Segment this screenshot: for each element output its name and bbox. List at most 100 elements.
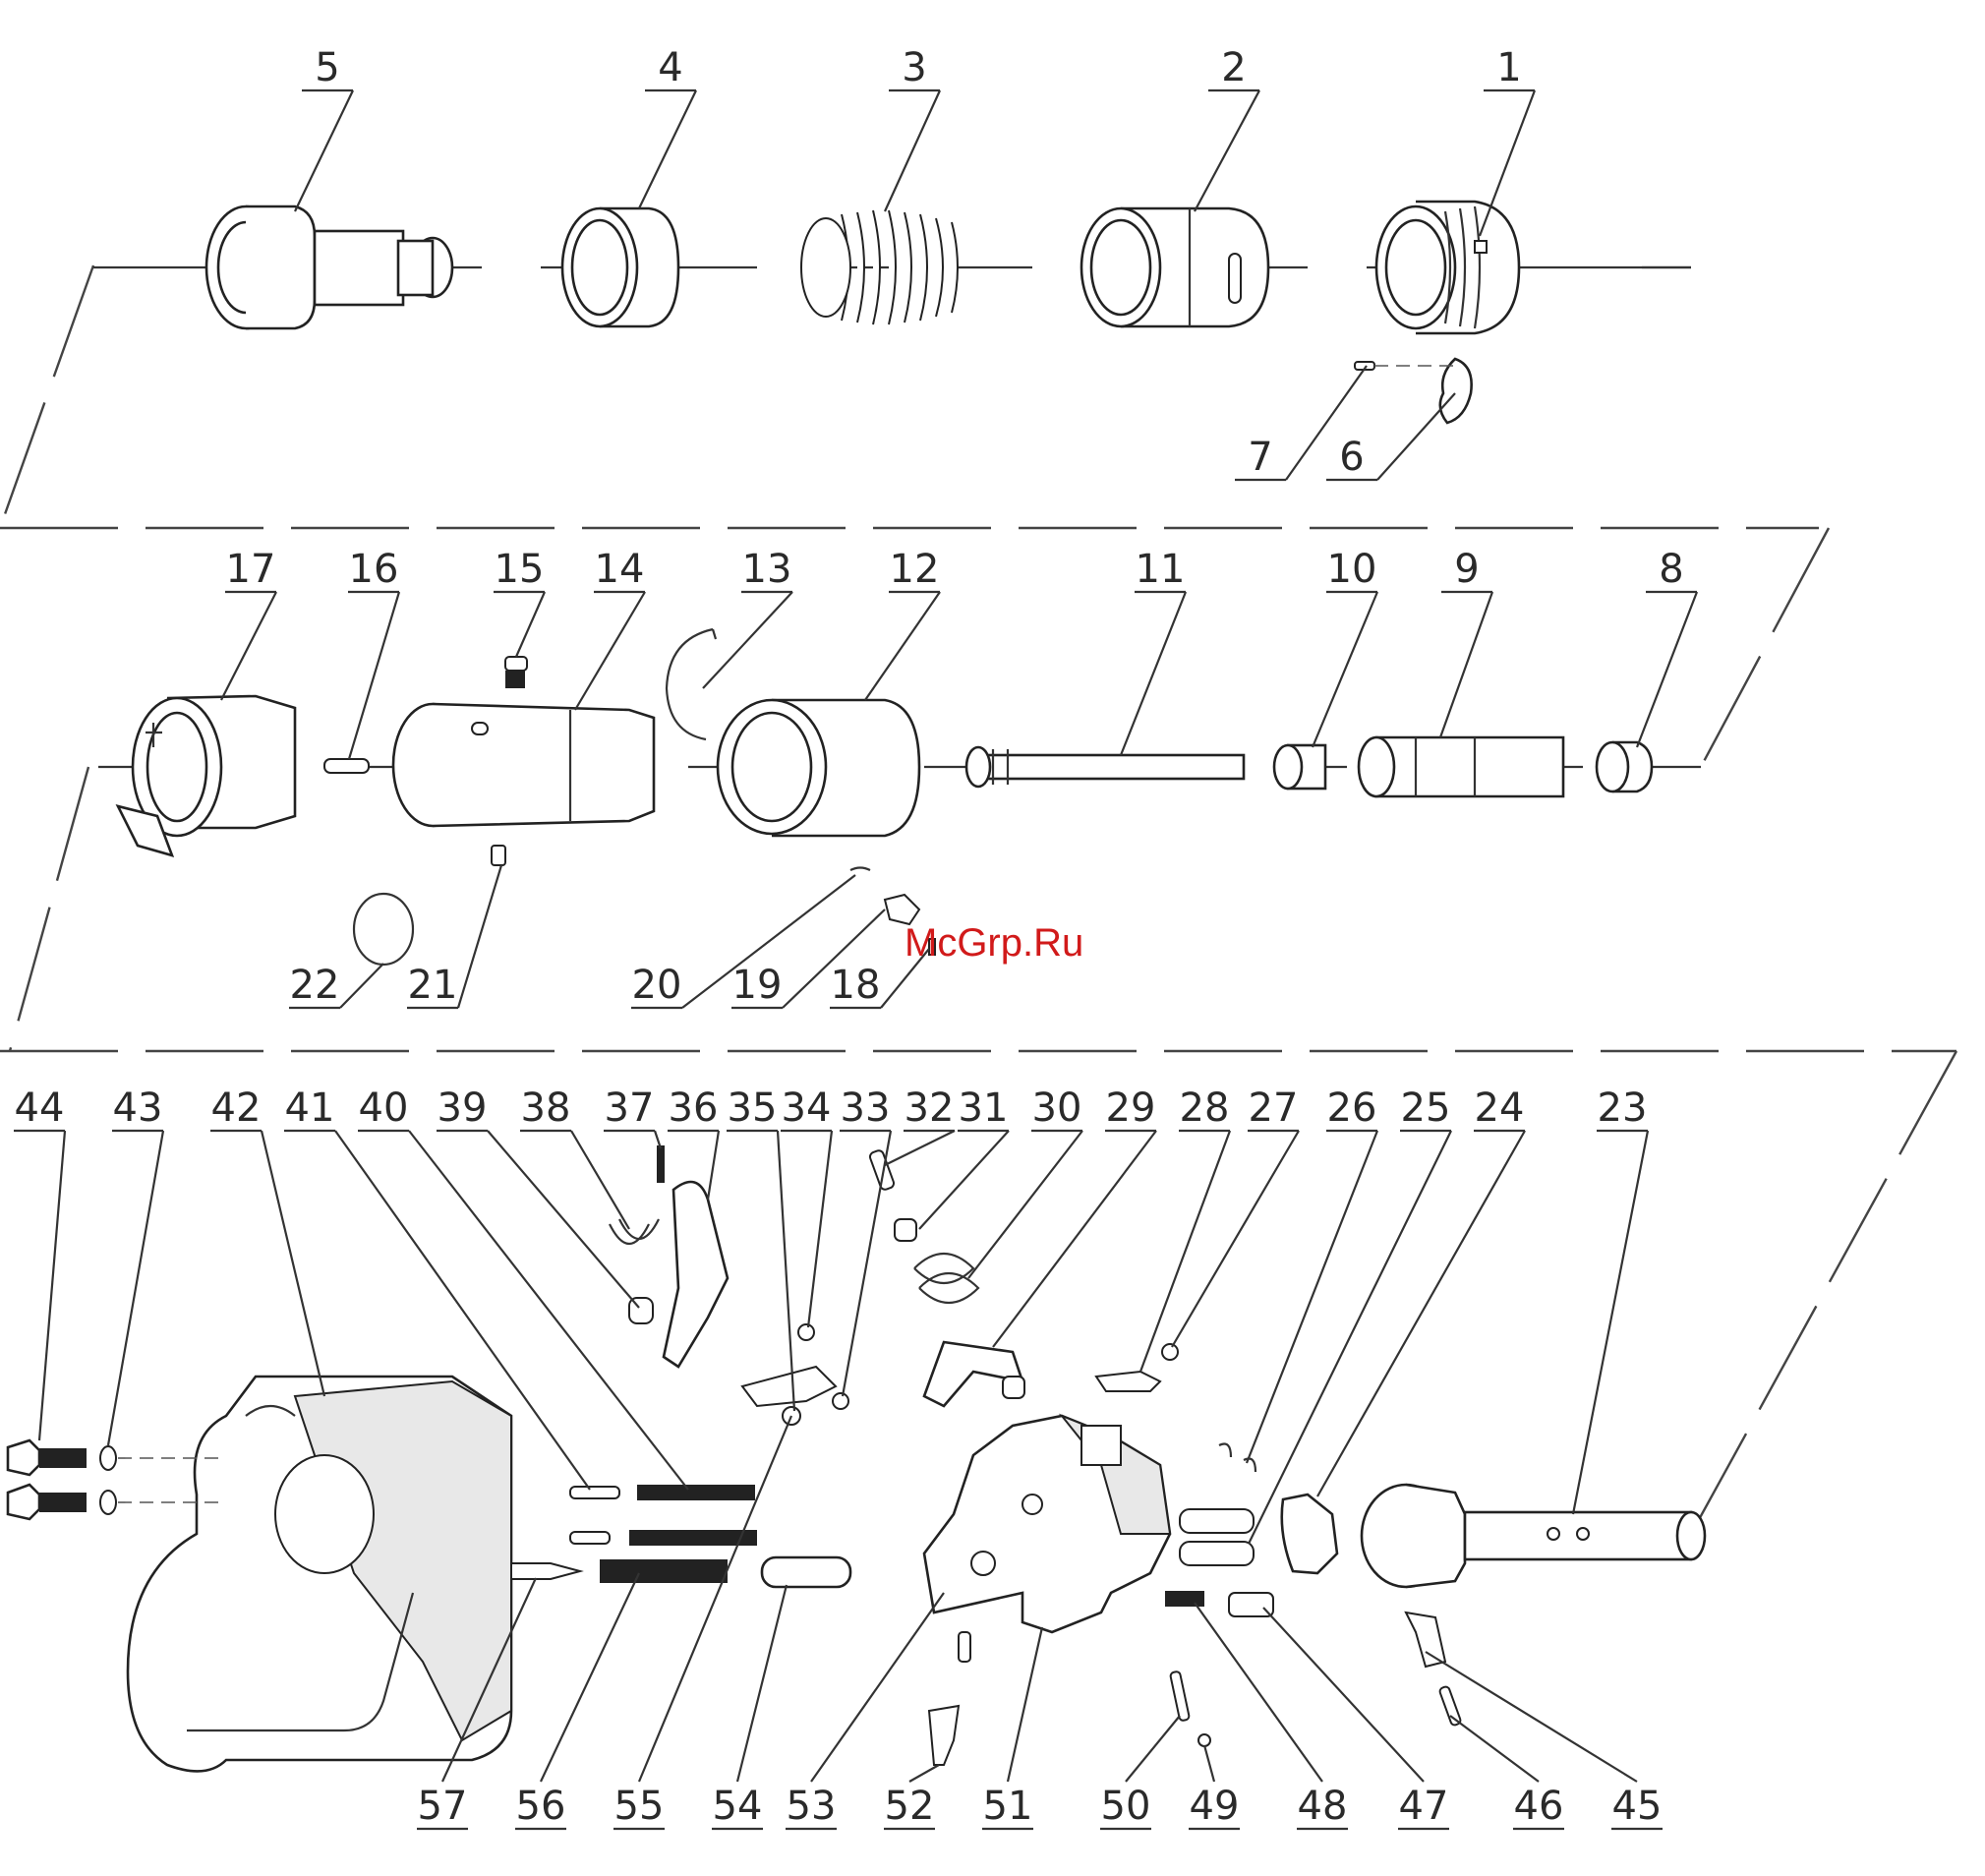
leader-line-49 xyxy=(1204,1745,1214,1782)
part-2-sleeve xyxy=(1081,208,1268,326)
callout-36: 36 xyxy=(669,1085,719,1131)
callout-44: 44 xyxy=(15,1085,65,1131)
leader-line-29 xyxy=(993,1131,1156,1347)
part-12-sleeve xyxy=(718,700,919,836)
leader-line-34 xyxy=(808,1131,832,1327)
callout-37: 37 xyxy=(605,1085,655,1131)
leader-line-15 xyxy=(516,592,545,657)
callout-21: 21 xyxy=(408,963,458,1008)
callout-8: 8 xyxy=(1659,547,1683,592)
leader-line-56 xyxy=(541,1573,639,1782)
leader-line-4 xyxy=(639,90,696,208)
leader-line-43 xyxy=(108,1131,163,1445)
callout-40: 40 xyxy=(359,1085,409,1131)
callout-5: 5 xyxy=(315,45,339,90)
callout-22: 22 xyxy=(290,963,340,1008)
callout-32: 32 xyxy=(905,1085,955,1131)
callout-45: 45 xyxy=(1612,1784,1663,1829)
leader-line-22 xyxy=(340,964,383,1008)
callout-57: 57 xyxy=(418,1784,468,1829)
part-23-valve-spindle xyxy=(1362,1485,1705,1587)
part-5-nozzle xyxy=(206,206,452,328)
leader-line-16 xyxy=(349,592,399,759)
part-51-valve-body xyxy=(924,1416,1170,1632)
callout-14: 14 xyxy=(595,547,645,592)
leader-line-50 xyxy=(1126,1716,1180,1782)
callout-46: 46 xyxy=(1514,1784,1564,1829)
leader-line-8 xyxy=(1637,592,1697,747)
part-16-pin xyxy=(324,759,369,773)
callout-38: 38 xyxy=(521,1085,571,1131)
callout-47: 47 xyxy=(1399,1784,1449,1829)
part-6-7-pawl-and-pin xyxy=(1355,359,1472,423)
callout-6: 6 xyxy=(1339,435,1364,480)
leader-line-5 xyxy=(295,90,353,211)
callout-53: 53 xyxy=(787,1784,837,1829)
callout-20: 20 xyxy=(632,963,682,1008)
leader-line-21 xyxy=(458,865,501,1008)
callout-39: 39 xyxy=(438,1085,488,1131)
leader-line-47 xyxy=(1263,1608,1424,1782)
callout-15: 15 xyxy=(495,547,545,592)
part-14-cylinder xyxy=(393,704,654,826)
leader-line-31 xyxy=(919,1131,1009,1229)
part-28-plate xyxy=(1096,1372,1160,1391)
part-13-snap-ring xyxy=(667,629,716,739)
leader-line-23 xyxy=(1573,1131,1648,1514)
callout-34: 34 xyxy=(782,1085,832,1131)
callout-18: 18 xyxy=(831,963,881,1008)
callout-16: 16 xyxy=(349,547,399,592)
callout-54: 54 xyxy=(713,1784,763,1829)
leader-line-11 xyxy=(1121,592,1186,755)
leader-line-39 xyxy=(488,1131,639,1308)
callout-35: 35 xyxy=(728,1085,778,1131)
leader-line-12 xyxy=(865,592,940,700)
part-1-retainer xyxy=(1376,202,1519,333)
section-connection-lines xyxy=(0,265,1956,1534)
callout-48: 48 xyxy=(1298,1784,1348,1829)
callout-26: 26 xyxy=(1327,1085,1377,1131)
callout-50: 50 xyxy=(1101,1784,1151,1829)
leader-line-17 xyxy=(221,592,276,700)
leader-line-55 xyxy=(639,1416,791,1782)
callout-2: 2 xyxy=(1221,45,1246,90)
callout-27: 27 xyxy=(1249,1085,1299,1131)
part-43-44-bolts-washers xyxy=(8,1440,226,1519)
callout-28: 28 xyxy=(1180,1085,1230,1131)
callout-31: 31 xyxy=(959,1085,1009,1131)
leader-line-6 xyxy=(1377,393,1455,480)
leader-line-54 xyxy=(737,1585,787,1782)
leader-line-24 xyxy=(1317,1131,1525,1496)
leader-line-25 xyxy=(1249,1131,1451,1544)
leader-line-10 xyxy=(1313,592,1377,747)
part-17-housing-cap xyxy=(118,696,295,855)
callout-17: 17 xyxy=(226,547,276,592)
callout-25: 25 xyxy=(1401,1085,1451,1131)
part-4-ring xyxy=(562,208,678,326)
watermark-text: McGrp.Ru xyxy=(905,921,1083,965)
leader-line-32 xyxy=(885,1131,955,1165)
callout-11: 11 xyxy=(1136,547,1186,592)
leader-line-35 xyxy=(778,1131,794,1411)
leader-line-30 xyxy=(968,1131,1082,1278)
leader-line-1 xyxy=(1480,90,1535,236)
leader-line-27 xyxy=(1172,1131,1299,1347)
leader-line-48 xyxy=(1195,1603,1322,1782)
leader-line-9 xyxy=(1440,592,1492,737)
part-8-ring xyxy=(1597,742,1652,791)
part-3-spring xyxy=(801,210,958,324)
callout-12: 12 xyxy=(890,547,940,592)
leader-line-44 xyxy=(39,1131,65,1440)
callout-43: 43 xyxy=(113,1085,163,1131)
callout-24: 24 xyxy=(1475,1085,1525,1131)
callout-9: 9 xyxy=(1454,547,1479,592)
callout-51: 51 xyxy=(983,1784,1033,1829)
callout-3: 3 xyxy=(902,45,926,90)
leader-line-38 xyxy=(571,1131,629,1229)
leader-line-28 xyxy=(1140,1131,1230,1372)
leader-line-36 xyxy=(708,1131,719,1200)
part-11-shaft xyxy=(966,747,1244,787)
callout-19: 19 xyxy=(732,963,783,1008)
